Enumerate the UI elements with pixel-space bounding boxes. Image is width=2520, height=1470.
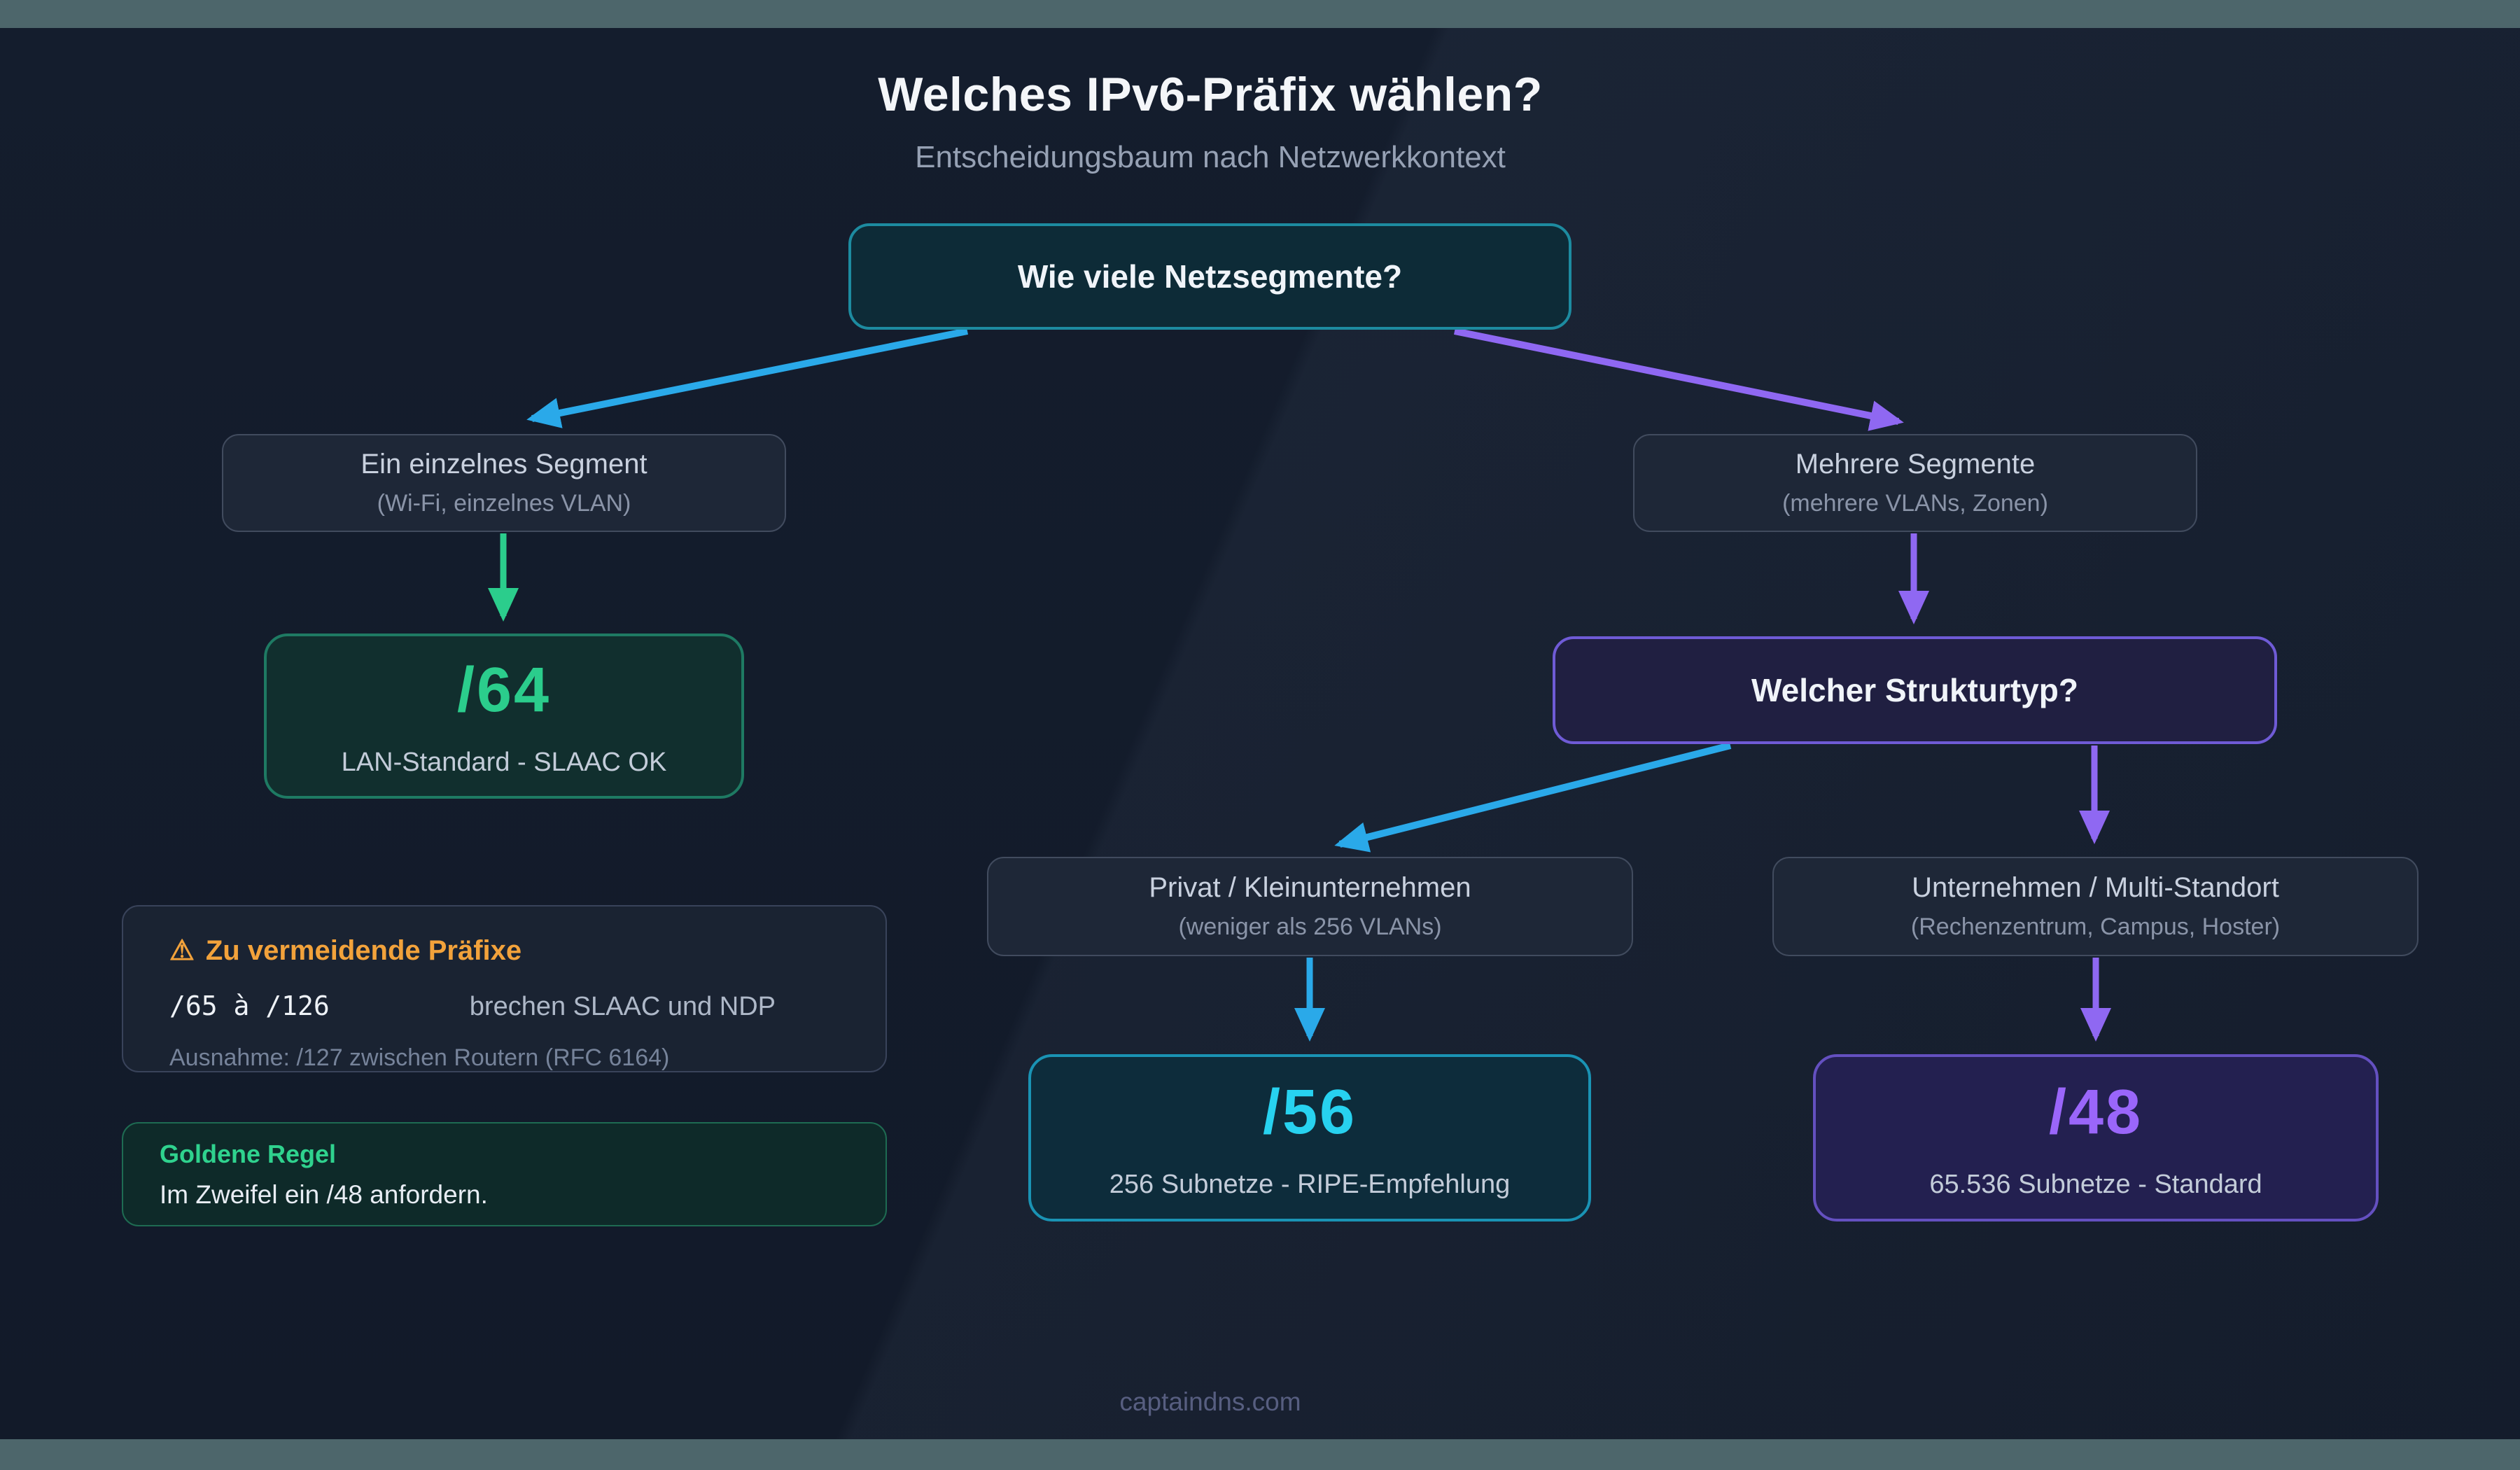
node-private-small-business: Privat / Kleinunternehmen (weniger als 2…: [987, 857, 1633, 956]
avoid-prefixes-range: /65 à /126: [169, 990, 330, 1021]
node-enterprise-title: Unternehmen / Multi-Standort: [1912, 872, 2279, 903]
node-structure-question: Welcher Strukturtyp?: [1553, 636, 2277, 744]
prefix-48-value: /48: [2048, 1077, 2143, 1147]
prefix-64-value: /64: [456, 655, 552, 725]
edge-structure-to-private: [1334, 742, 1732, 853]
node-multi-segment: Mehrere Segmente (mehrere VLANs, Zonen): [1633, 434, 2197, 532]
node-root-question: Wie viele Netzsegmente?: [848, 223, 1572, 330]
node-prefix-64: /64 LAN-Standard - SLAAC OK: [264, 634, 744, 799]
avoid-prefixes-effect: brechen SLAAC und NDP: [469, 992, 776, 1021]
prefix-56-caption: 256 Subnetze - RIPE-Empfehlung: [1109, 1169, 1511, 1199]
edge-root-to-multi-segment: [1454, 328, 1904, 431]
golden-rule-note: Goldene Regel Im Zweifel ein /48 anforde…: [122, 1122, 887, 1226]
page-subtitle: Entscheidungsbaum nach Netzwerkkontext: [915, 140, 1506, 174]
page-title: Welches IPv6-Präfix wählen?: [878, 68, 1543, 121]
node-enterprise-multi-site: Unternehmen / Multi-Standort (Rechenzent…: [1772, 857, 2418, 956]
node-private-title: Privat / Kleinunternehmen: [1149, 872, 1471, 903]
node-structure-question-label: Welcher Strukturtyp?: [1751, 672, 2078, 708]
footer-watermark: captaindns.com: [1119, 1387, 1301, 1416]
node-single-segment-title: Ein einzelnes Segment: [360, 449, 648, 479]
avoid-prefixes-note: ⚠ Zu vermeidende Präfixe /65 à /126 brec…: [122, 905, 887, 1072]
node-multi-segment-title: Mehrere Segmente: [1795, 449, 2036, 479]
warning-icon: ⚠: [169, 935, 195, 966]
node-root-question-label: Wie viele Netzsegmente?: [1017, 258, 1403, 295]
prefix-48-caption: 65.536 Subnetze - Standard: [1929, 1169, 2262, 1199]
node-single-segment: Ein einzelnes Segment (Wi-Fi, einzelnes …: [222, 434, 786, 532]
golden-rule-text: Im Zweifel ein /48 anfordern.: [160, 1180, 488, 1209]
top-frame-bar: [0, 0, 2520, 28]
golden-rule-title: Goldene Regel: [160, 1139, 337, 1168]
avoid-prefixes-title: Zu vermeidende Präfixe: [205, 934, 522, 966]
node-private-subtitle: (weniger als 256 VLANs): [1178, 913, 1442, 940]
avoid-prefixes-exception: Ausnahme: /127 zwischen Routern (RFC 616…: [169, 1044, 670, 1071]
node-single-segment-subtitle: (Wi-Fi, einzelnes VLAN): [377, 490, 631, 517]
node-multi-segment-subtitle: (mehrere VLANs, Zonen): [1782, 490, 2048, 517]
edge-root-to-single-segment: [526, 328, 968, 428]
node-enterprise-subtitle: (Rechenzentrum, Campus, Hoster): [1910, 913, 2281, 940]
node-prefix-48: /48 65.536 Subnetze - Standard: [1813, 1054, 2379, 1222]
bottom-frame-bar: [0, 1439, 2520, 1470]
node-prefix-56: /56 256 Subnetze - RIPE-Empfehlung: [1028, 1054, 1591, 1222]
header: Welches IPv6-Präfix wählen? Entscheidung…: [0, 67, 2421, 175]
prefix-64-caption: LAN-Standard - SLAAC OK: [341, 748, 667, 777]
avoid-prefixes-detail-row: /65 à /126 brechen SLAAC und NDP: [169, 990, 839, 1022]
avoid-prefixes-title-row: ⚠ Zu vermeidende Präfixe: [169, 934, 839, 967]
prefix-56-value: /56: [1262, 1077, 1357, 1147]
